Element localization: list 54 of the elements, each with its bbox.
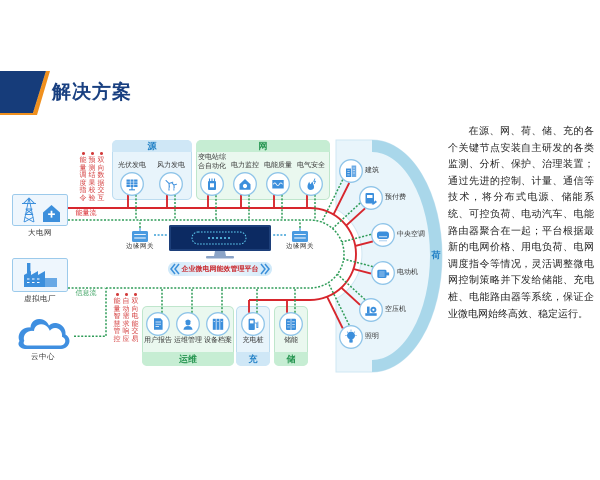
connector-line bbox=[248, 194, 250, 220]
group-title: 荷 bbox=[432, 250, 440, 261]
connector-line bbox=[273, 194, 275, 208]
connector-line bbox=[340, 287, 361, 306]
connector-line bbox=[328, 282, 350, 326]
slide-title: 解决方案 bbox=[52, 82, 132, 104]
connector-line bbox=[326, 296, 344, 329]
connector-line bbox=[68, 207, 104, 209]
connector-line bbox=[240, 194, 242, 208]
bus-line bbox=[104, 207, 357, 301]
connector-line bbox=[346, 208, 366, 226]
connector-line bbox=[306, 194, 308, 208]
connector-line bbox=[342, 234, 372, 243]
connector-line bbox=[191, 288, 193, 313]
bus-line bbox=[104, 219, 345, 289]
connector-line bbox=[248, 300, 250, 313]
connector-line bbox=[221, 288, 223, 313]
connector-line bbox=[294, 288, 296, 313]
connector-line bbox=[256, 288, 258, 313]
group-panel bbox=[236, 306, 270, 366]
connector-line bbox=[161, 288, 163, 313]
connector-line bbox=[127, 194, 129, 208]
group-panel bbox=[142, 306, 234, 366]
connector-line bbox=[135, 194, 137, 220]
connector-line bbox=[336, 274, 366, 300]
group-title: 源 bbox=[112, 140, 192, 152]
connector-line bbox=[321, 179, 344, 222]
connector-line bbox=[215, 195, 217, 220]
connector-line bbox=[139, 220, 141, 228]
group-title: 储 bbox=[274, 352, 308, 366]
connector-line bbox=[68, 287, 104, 289]
connector-line bbox=[68, 219, 104, 221]
connector-line bbox=[74, 288, 107, 338]
connector-line bbox=[355, 240, 374, 247]
group-title: 充 bbox=[236, 352, 270, 366]
connector-line bbox=[332, 182, 350, 215]
connector-line bbox=[286, 300, 288, 313]
group-panel bbox=[274, 306, 308, 366]
connector-line bbox=[299, 220, 301, 228]
group-title: 网 bbox=[196, 140, 330, 152]
connector-line bbox=[353, 268, 372, 275]
group-title: 运维 bbox=[142, 352, 234, 366]
connector-line bbox=[174, 194, 176, 220]
connector-line bbox=[207, 195, 209, 208]
connector-line bbox=[272, 234, 286, 236]
connector-line bbox=[154, 234, 168, 236]
description-text: 在源、网、荷、储、充的各个关键节点安装自主研发的各类监测、分析、保护、治理装置；通过先进的控制、计量、通信等技术，将分布式电源、储能系统、可控负荷、电动汽车、电能路由器聚合在一起；平台根据最新的电网价格、用电负荷、电网调度指令等情况，灵活调整微电网控制策略并下发给储能、充电桩、电能路由器等系统，保证企业微电网始终高效、稳定运行。 bbox=[448, 124, 594, 322]
connector-line bbox=[332, 202, 361, 230]
connector-line bbox=[281, 194, 283, 220]
connector-line bbox=[166, 194, 168, 208]
group-panel bbox=[196, 140, 330, 200]
connector-line bbox=[314, 194, 316, 220]
connector-line bbox=[343, 258, 373, 268]
group-panel bbox=[112, 140, 192, 200]
